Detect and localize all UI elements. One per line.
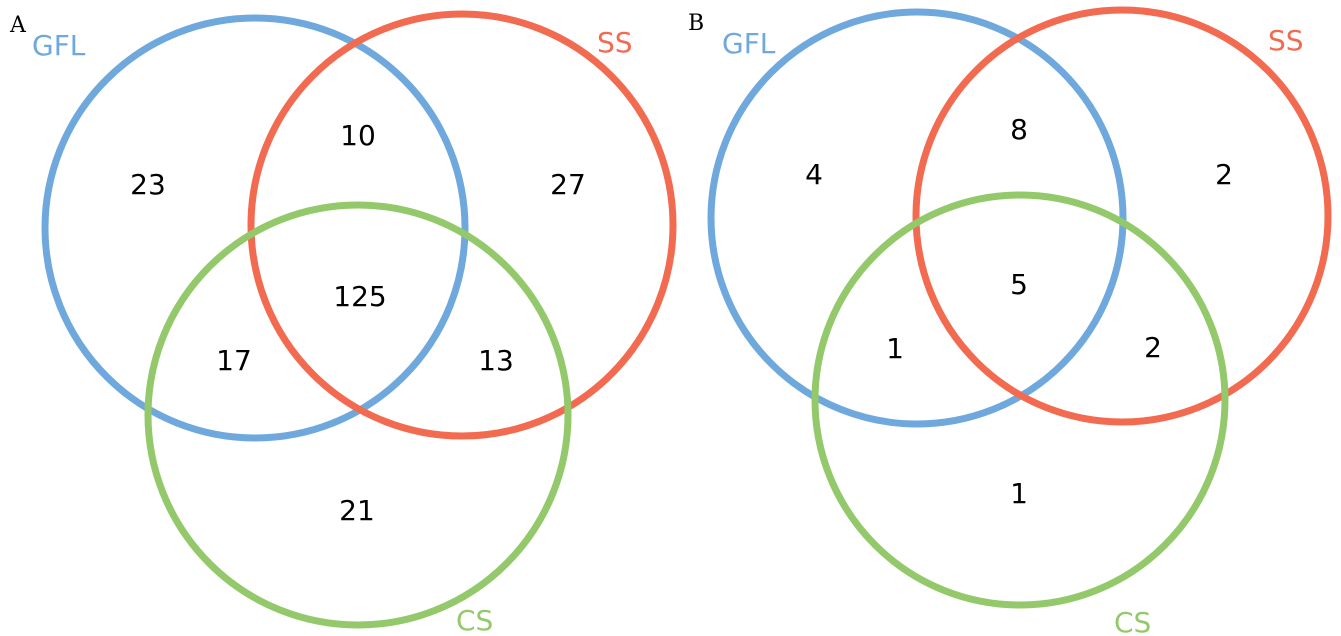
panel-b-gfl-only-count: 4 [805, 158, 823, 191]
panel-b-ss-only-count: 2 [1215, 158, 1233, 191]
panel-b-cs-only-count: 1 [1010, 477, 1028, 510]
panel-a-gfl-ss-count: 10 [340, 119, 376, 152]
panel-b-cs-circle [811, 191, 1229, 609]
panel-b: B GFL SS CS 4 8 2 5 1 2 1 [688, 6, 1332, 636]
panel-b-letter: B [688, 11, 704, 36]
panel-b-all-count: 5 [1010, 268, 1028, 301]
panel-a-gfl-cs-count: 17 [216, 344, 252, 377]
panel-a-ss-only-count: 27 [550, 168, 586, 201]
panel-a-cs-circle [144, 201, 572, 629]
panel-b-gfl-ss-count: 8 [1010, 113, 1028, 146]
panel-a-cs-label: CS [456, 604, 493, 636]
panel-a-ss-circle [247, 10, 677, 440]
panel-a-letter: A [9, 13, 27, 38]
panel-b-gfl-circle [707, 8, 1127, 428]
panel-b-ss-cs-count: 2 [1144, 331, 1162, 364]
panel-b-ss-label: SS [1268, 24, 1304, 57]
panel-a-gfl-label: GFL [32, 29, 86, 62]
panel-b-gfl-cs-count: 1 [886, 332, 904, 365]
panel-b-ss-circle [912, 6, 1332, 426]
panel-b-cs-label: CS [1114, 606, 1151, 636]
panel-a-all-count: 125 [333, 280, 386, 313]
panel-a-gfl-only-count: 23 [130, 168, 166, 201]
panel-b-gfl-label: GFL [722, 27, 776, 60]
panel-a: A GFL SS CS 23 10 27 125 17 13 21 [9, 10, 677, 636]
panel-a-ss-label: SS [597, 26, 633, 59]
panel-a-ss-cs-count: 13 [478, 344, 514, 377]
panel-a-cs-only-count: 21 [339, 494, 375, 527]
panel-a-gfl-circle [41, 14, 469, 442]
